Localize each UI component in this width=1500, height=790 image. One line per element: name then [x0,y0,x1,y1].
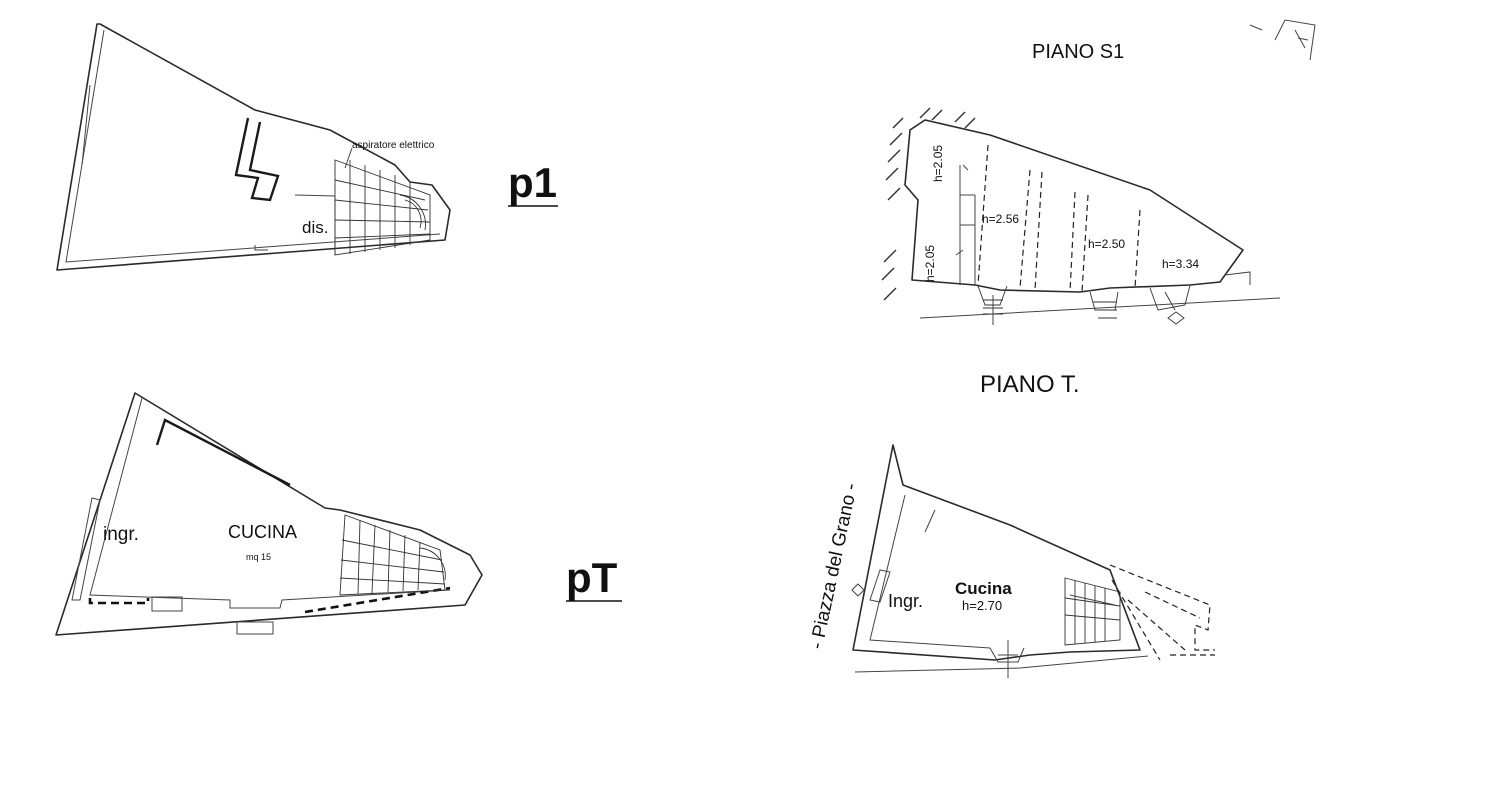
t-dashed-diagonals [1111,579,1201,661]
t-dashed-annex [1109,564,1215,651]
pT-sink [151,596,183,612]
t-title: PIANO T. [980,371,1080,398]
t-stair [1064,577,1121,646]
p1-partition [234,117,280,202]
s1-dash-1 [977,144,989,286]
s1-dash-2 [1019,169,1031,289]
plan-s1: PIANO S1 [881,19,1316,325]
p1-note-leader [344,147,353,169]
pT-threshold [236,621,274,635]
pT-inner-wall [89,397,451,609]
p1-window [81,84,91,166]
pT-door-ingr [71,497,101,601]
pT-room-area: mq 15 [246,552,271,562]
t-street-label: - Piazza del Grano - [806,481,862,651]
s1-ground-line [919,297,1281,319]
s1-height-3-34: h=3.34 [1162,257,1199,271]
s1-dash-5 [1081,194,1089,293]
p1-label: p1 [508,159,557,206]
t-ground-line [854,655,1149,673]
s1-arrows [955,164,969,256]
pT-top-partition [155,418,291,487]
s1-internal-walls [959,165,976,285]
s1-height-left-top: h=2.05 [931,145,945,182]
s1-title: PIANO S1 [1032,41,1124,63]
t-door [869,569,891,603]
s1-dash-6 [1134,209,1141,289]
pT-room-ingr: ingr. [103,524,139,545]
s1-outer-wall [904,119,1244,293]
s1-height-2-56: h=2.56 [982,212,1019,226]
s1-height-2-50: h=2.50 [1088,237,1125,251]
t-entry-arrow-icon [851,583,865,597]
pT-stair [339,514,446,596]
s1-dash-4 [1069,191,1076,293]
s1-steps [977,284,1191,325]
t-room-cucina: Cucina [955,579,1012,598]
plan-t: PIANO T. - Piazza del Grano - Ingr. Cuci… [806,371,1215,678]
plan-p1: aspiratore elettrico dis. p1 [56,23,558,271]
s1-height-left-bottom: h=2.05 [923,245,937,282]
s1-hatch [881,107,976,301]
p1-room-dis: dis. [302,218,328,237]
north-arrow-icon [1249,19,1316,61]
plan-pT: ingr. CUCINA mq 15 pT [55,392,622,636]
p1-inner-wall [65,29,441,263]
p1-note-aspiratore: aspiratore elettrico [352,140,435,151]
t-outer-wall [852,444,1141,661]
pT-dashed-left [88,598,150,605]
s1-right-notch [1224,271,1251,285]
pT-dashed-right [304,586,451,614]
pT-room-cucina: CUCINA [228,522,297,542]
p1-stair [334,159,431,256]
t-room-height: h=2.70 [962,598,1002,613]
t-front-steps [989,640,1025,678]
pT-label: pT [566,554,618,601]
s1-dash-3 [1034,171,1043,291]
p1-wall-detail [254,245,268,251]
t-room-ingr: Ingr. [888,591,923,611]
t-inner-wall [869,494,991,649]
pT-outer-wall [55,392,483,636]
t-partition [924,509,936,533]
